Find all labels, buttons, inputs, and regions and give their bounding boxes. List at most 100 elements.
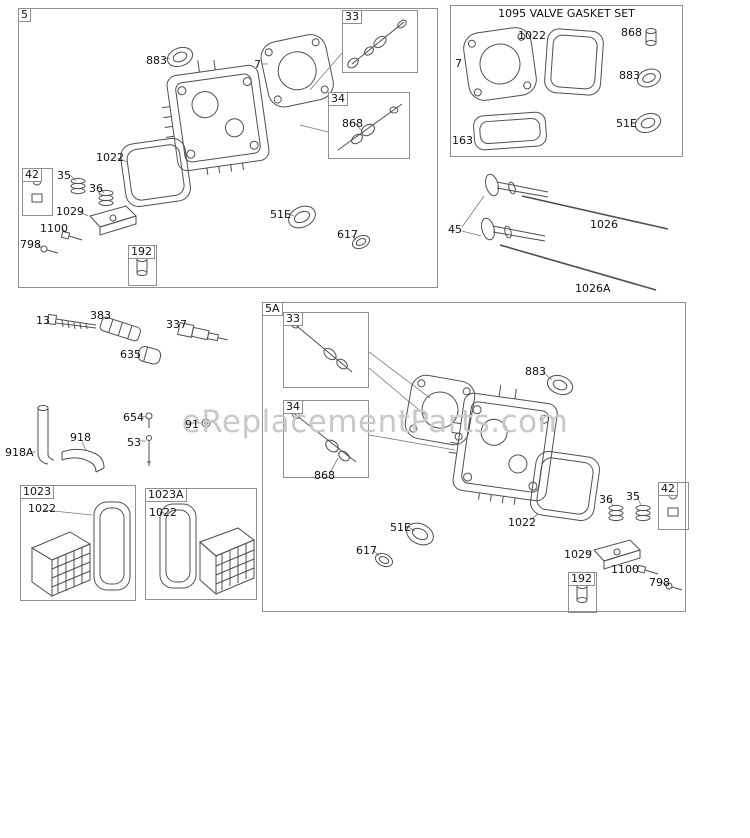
rocker-cover-1029-drawing-left xyxy=(89,205,137,236)
part-label-7-set: 7 xyxy=(455,57,462,70)
exhaust-gasket-51e-drawing-left xyxy=(288,205,316,229)
valve-part-set-34-drawing-left xyxy=(337,103,403,151)
part-label-635: 635 xyxy=(120,348,141,361)
terminal-cap-635-drawing xyxy=(137,346,162,365)
inset-label-33-right: 33 xyxy=(283,312,303,327)
gasket-617-drawing-left xyxy=(351,234,371,250)
part-label-918: 918 xyxy=(70,431,91,444)
part-label-883-left: 883 xyxy=(146,54,167,67)
valve-drawing-b xyxy=(481,217,546,242)
leader-lines-panel5a xyxy=(329,351,667,586)
head-gasket-7-drawing-set xyxy=(463,27,537,101)
part-label-91: 91 xyxy=(185,418,199,431)
spark-plug-337-drawing xyxy=(177,322,228,342)
valve-cover-drawing-1023 xyxy=(30,531,92,597)
part-label-51e-set: 51E xyxy=(616,117,637,130)
part-label-1022-left: 1022 xyxy=(96,151,124,164)
part-label-35-right: 35 xyxy=(626,490,640,503)
part-label-868-right: 868 xyxy=(314,469,335,482)
fitting-383-drawing xyxy=(99,316,141,342)
part-label-1100-left: 1100 xyxy=(40,222,68,235)
valve-cover-gasket-drawing-1023 xyxy=(93,501,131,591)
inset-label-192-left: 192 xyxy=(128,245,155,260)
part-label-1022-right: 1022 xyxy=(508,516,536,529)
bolt-1100-drawing-left xyxy=(60,230,83,241)
part-label-13: 13 xyxy=(36,314,50,327)
part-label-617-right: 617 xyxy=(356,544,377,557)
valve-cover-drawing-1023a xyxy=(199,527,255,596)
part-label-868-set: 868 xyxy=(621,26,642,39)
part-label-798-left: 798 xyxy=(20,238,41,251)
cylinder-head-drawing-left xyxy=(161,59,270,176)
valve-retainer-set-33-drawing-right xyxy=(289,319,353,373)
part-label-1022-box1023a: 1022 xyxy=(149,506,177,519)
seal-868-drawing-set xyxy=(645,28,657,46)
valve-part-set-34-drawing-right xyxy=(291,411,357,463)
cylinder-head-drawing-right xyxy=(448,384,558,505)
inset-label-34-right: 34 xyxy=(283,400,303,415)
screw-798-drawing-right xyxy=(665,582,683,591)
part-label-1029-right: 1029 xyxy=(564,548,592,561)
valve-cover-gasket-drawing-1023a xyxy=(159,503,197,589)
part-label-51e-right: 51E xyxy=(390,521,411,534)
part-label-337: 337 xyxy=(166,318,187,331)
exhaust-gasket-51e-drawing-right xyxy=(406,522,434,546)
screw-798-drawing-left xyxy=(40,245,59,254)
part-label-53: 53 xyxy=(127,436,141,449)
part-label-868-left: 868 xyxy=(342,117,363,130)
valve-retainer-set-33-drawing-left xyxy=(347,19,407,69)
inset-label-42-left: 42 xyxy=(22,168,42,183)
valve-cover-gasket-163-drawing-set xyxy=(473,111,547,151)
breather-tube-918-drawing xyxy=(61,448,105,473)
part-label-918a: 918A xyxy=(5,446,34,459)
valve-rod-1026a-drawing xyxy=(499,244,657,291)
gasket-883-drawing-right xyxy=(546,374,574,396)
part-label-36-right: 36 xyxy=(599,493,613,506)
inset-label-33-left: 33 xyxy=(342,10,362,25)
panel-label-1023a: 1023A xyxy=(145,488,187,503)
breather-tube-918a-drawing xyxy=(37,405,55,465)
valve-cover-gasket-1022-drawing-set xyxy=(544,28,604,96)
breather-valve-192-drawing-left xyxy=(136,256,148,276)
part-label-617-left: 617 xyxy=(337,228,358,241)
screw-654-drawing xyxy=(145,412,153,428)
valve-spring-35-drawing-left xyxy=(70,177,86,195)
part-label-883-set: 883 xyxy=(619,69,640,82)
pin-53-drawing xyxy=(146,435,152,466)
head-gasket-7-drawing-left xyxy=(260,34,334,108)
valve-spring-35-drawing-right xyxy=(635,504,651,522)
gasket-883-drawing-left xyxy=(166,46,194,68)
gasket-set-title: 1095 VALVE GASKET SET xyxy=(498,7,635,20)
part-label-1026: 1026 xyxy=(590,218,618,231)
exhaust-gasket-51e-drawing-set xyxy=(634,112,662,134)
breather-valve-192-drawing-right xyxy=(576,583,588,603)
leader-lines-valves xyxy=(461,195,485,237)
inset-label-42-right: 42 xyxy=(658,482,678,497)
valve-cover-gasket-1022-drawing-right xyxy=(530,451,600,521)
panel-label-1023: 1023 xyxy=(20,485,54,500)
part-label-654: 654 xyxy=(123,411,144,424)
inset-label-34-left: 34 xyxy=(328,92,348,107)
part-label-163-set: 163 xyxy=(452,134,473,147)
gasket-883-drawing-set xyxy=(636,68,662,88)
part-label-7-left: 7 xyxy=(254,58,261,71)
valve-rod-1026-drawing xyxy=(521,195,669,230)
part-label-35-left: 35 xyxy=(57,169,71,182)
inset-label-192-right: 192 xyxy=(568,572,595,587)
part-label-51e-left: 51E xyxy=(270,208,291,221)
part-label-883-right: 883 xyxy=(525,365,546,378)
bolt-1100-drawing-right xyxy=(636,564,659,575)
leader-lines-breather xyxy=(30,415,201,453)
part-label-36-left: 36 xyxy=(89,182,103,195)
part-label-383: 383 xyxy=(90,309,111,322)
leader-lines-panel5 xyxy=(35,51,363,249)
part-label-1029-left: 1029 xyxy=(56,205,84,218)
part-label-1026a: 1026A xyxy=(575,282,611,295)
bolt-13-drawing xyxy=(46,313,97,330)
panel-label-5a: 5A xyxy=(262,302,283,317)
panel-label-5: 5 xyxy=(18,8,31,23)
part-label-798-right: 798 xyxy=(649,576,670,589)
gasket-617-drawing-right xyxy=(374,552,394,568)
